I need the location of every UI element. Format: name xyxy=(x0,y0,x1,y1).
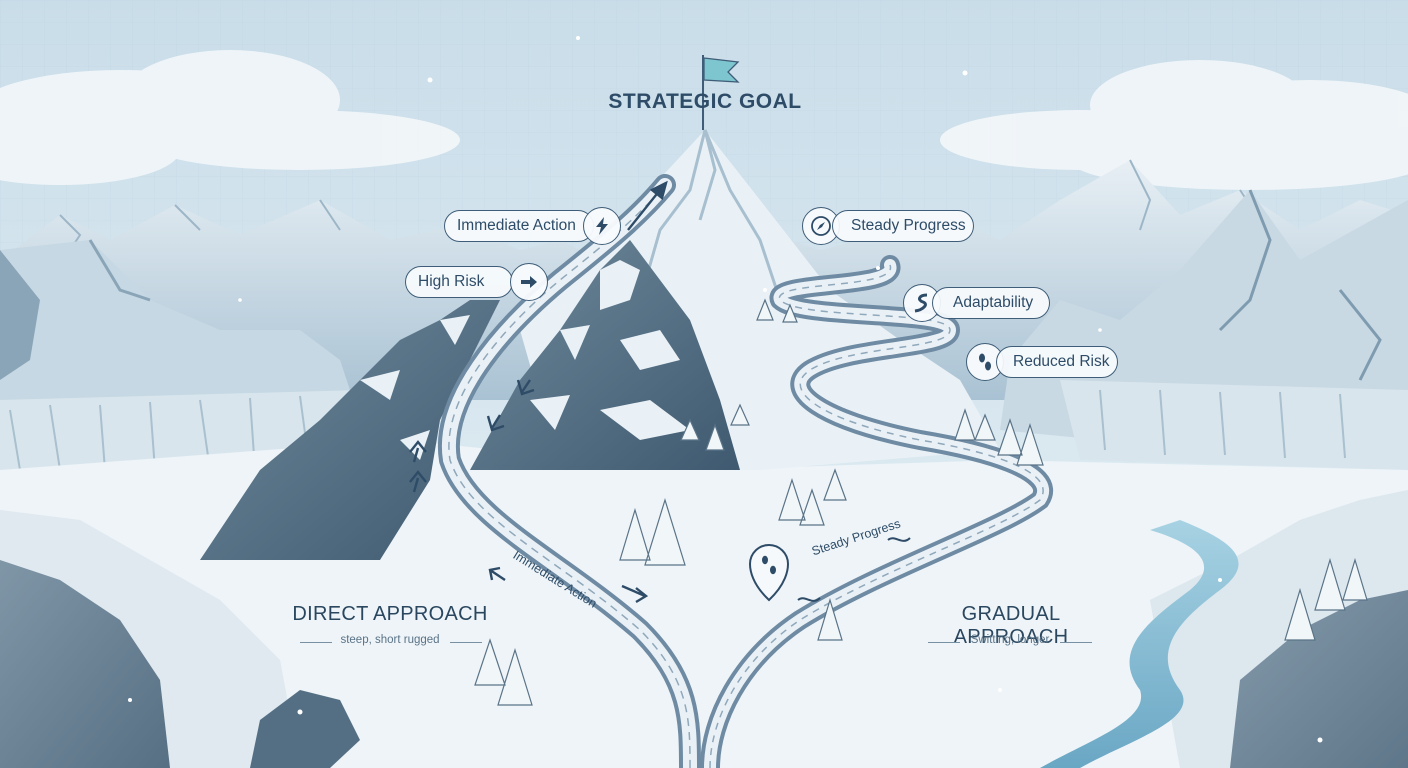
gradual-approach-title: GRADUAL APPROACH xyxy=(953,603,1069,648)
flag-icon xyxy=(702,55,740,130)
direct-approach-description: steep, short rugged xyxy=(340,634,440,646)
lightning-icon xyxy=(583,207,621,245)
divider xyxy=(928,642,960,643)
immediate-action-label: Immediate Action xyxy=(444,210,594,242)
divider xyxy=(1060,642,1092,643)
high-risk-label: High Risk xyxy=(405,266,513,298)
divider xyxy=(300,642,332,643)
adaptability-label: Adaptability xyxy=(932,287,1050,319)
page-title: STRATEGIC GOAL xyxy=(608,90,802,113)
reduced-risk-label: Reduced Risk xyxy=(996,346,1118,378)
gradual-approach-description: Switting, longer xyxy=(970,634,1050,646)
arrow-right-icon xyxy=(510,263,548,301)
clouds xyxy=(0,50,1408,190)
steady-progress-label: Steady Progress xyxy=(832,210,974,242)
direct-approach-title: DIRECT APPROACH xyxy=(292,603,488,625)
divider xyxy=(450,642,482,643)
location-pin-icon xyxy=(748,543,790,602)
